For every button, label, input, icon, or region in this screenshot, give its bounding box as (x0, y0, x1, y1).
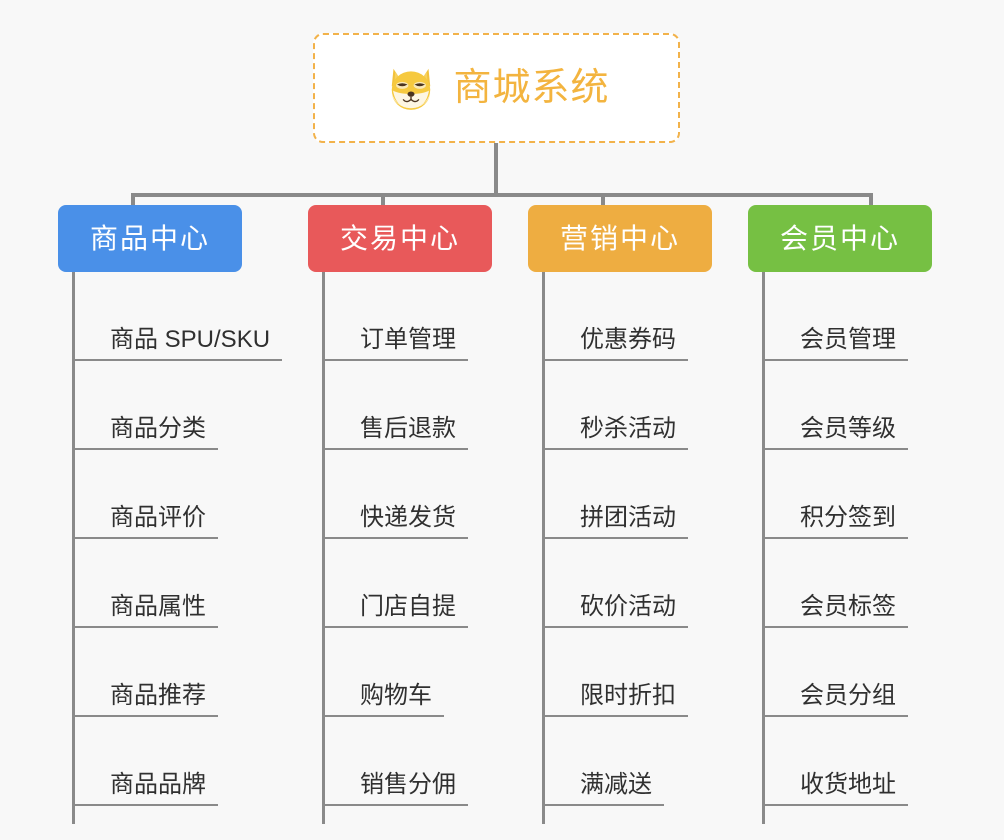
branch-node-label: 商品中心 (89, 222, 210, 254)
leaf-item-label: 砍价活动 (580, 592, 676, 620)
leaf-item-label: 限时折扣 (580, 681, 676, 709)
leaf-item-underline (72, 804, 218, 806)
leaf-item[interactable]: 门店自提 (322, 539, 468, 628)
leaf-item-underline (542, 448, 688, 450)
leaf-item-label: 门店自提 (360, 592, 456, 620)
leaf-item-label: 收货地址 (800, 770, 896, 798)
leaf-item-label: 商品评价 (110, 503, 206, 531)
connector-root-stem (494, 143, 498, 196)
leaf-item-underline (322, 448, 468, 450)
leaf-item-label: 会员等级 (800, 414, 896, 442)
leaf-item-label: 满减送 (580, 770, 652, 798)
leaf-item-underline (72, 448, 218, 450)
branch-node-label: 营销中心 (559, 222, 680, 254)
leaf-item-underline (322, 626, 468, 628)
leaf-item-label: 商品分类 (110, 414, 206, 442)
leaf-item-underline (762, 715, 908, 717)
leaf-item-underline (542, 537, 688, 539)
leaf-item-label: 订单管理 (360, 325, 456, 353)
leaf-item-label: 售后退款 (360, 414, 456, 442)
leaf-item[interactable]: 售后退款 (322, 361, 468, 450)
branch-node-3[interactable]: 会员中心 (748, 205, 932, 272)
leaf-item-underline (542, 804, 664, 806)
leaf-item-label: 商品推荐 (110, 681, 206, 709)
connector-horizontal-bus (131, 193, 873, 197)
shiba-dog-icon (392, 68, 431, 110)
leaf-item[interactable]: 会员标签 (762, 539, 908, 628)
leaf-item-label: 会员标签 (800, 592, 896, 620)
leaf-item[interactable]: 会员管理 (762, 272, 908, 361)
leaf-item-label: 销售分佣 (360, 770, 456, 798)
leaf-item-underline (322, 359, 468, 361)
leaf-item-label: 会员管理 (800, 325, 896, 353)
leaf-item-label: 商品属性 (110, 592, 206, 620)
leaf-item-label: 快递发货 (360, 503, 456, 531)
connector-spine (72, 272, 75, 824)
leaf-item[interactable]: 商品分类 (72, 361, 218, 450)
leaf-item[interactable]: 商品推荐 (72, 628, 218, 717)
leaf-item-underline (322, 715, 444, 717)
leaf-item-label: 商品 SPU/SKU (110, 325, 271, 353)
leaf-item[interactable]: 会员分组 (762, 628, 908, 717)
root-node-content: 商城系统 (383, 60, 609, 116)
leaf-item[interactable]: 订单管理 (322, 272, 468, 361)
leaf-item[interactable]: 满减送 (542, 717, 664, 806)
leaf-item[interactable]: 商品 SPU/SKU (72, 272, 282, 361)
root-node-title: 商城系统 (453, 67, 610, 109)
leaf-item-label: 购物车 (360, 681, 432, 709)
connector-spine (762, 272, 765, 824)
leaf-item-underline (542, 626, 688, 628)
leaf-item[interactable]: 优惠券码 (542, 272, 688, 361)
leaf-item[interactable]: 购物车 (322, 628, 444, 717)
leaf-item-label: 秒杀活动 (580, 414, 676, 442)
leaf-item-underline (762, 804, 908, 806)
leaf-item[interactable]: 拼团活动 (542, 450, 688, 539)
leaf-item[interactable]: 秒杀活动 (542, 361, 688, 450)
branch-node-label: 交易中心 (339, 222, 460, 254)
branch-node-2[interactable]: 营销中心 (528, 205, 712, 272)
leaf-item[interactable]: 限时折扣 (542, 628, 688, 717)
leaf-item[interactable]: 商品品牌 (72, 717, 218, 806)
leaf-item-underline (72, 626, 218, 628)
leaf-item[interactable]: 商品属性 (72, 539, 218, 628)
leaf-item-label: 会员分组 (800, 681, 896, 709)
branch-node-label: 会员中心 (779, 222, 900, 254)
leaf-item-label: 优惠券码 (580, 325, 676, 353)
connector-spine (542, 272, 545, 824)
root-node[interactable]: 商城系统 (313, 33, 680, 143)
leaf-item-label: 积分签到 (800, 503, 896, 531)
leaf-item-underline (762, 626, 908, 628)
leaf-item[interactable]: 商品评价 (72, 450, 218, 539)
leaf-item-underline (762, 537, 908, 539)
leaf-item-underline (72, 537, 218, 539)
leaf-item-label: 商品品牌 (110, 770, 206, 798)
leaf-item-underline (762, 359, 908, 361)
connector-spine (322, 272, 325, 824)
leaf-item-underline (322, 537, 468, 539)
leaf-item[interactable]: 会员等级 (762, 361, 908, 450)
branch-node-1[interactable]: 交易中心 (308, 205, 492, 272)
leaf-item[interactable]: 快递发货 (322, 450, 468, 539)
leaf-item[interactable]: 销售分佣 (322, 717, 468, 806)
leaf-item-label: 拼团活动 (580, 503, 676, 531)
leaf-item-underline (72, 715, 218, 717)
leaf-item-underline (542, 715, 688, 717)
leaf-item[interactable]: 砍价活动 (542, 539, 688, 628)
leaf-item-underline (762, 448, 908, 450)
leaf-item-underline (322, 804, 468, 806)
branch-node-0[interactable]: 商品中心 (58, 205, 242, 272)
leaf-item-underline (542, 359, 688, 361)
leaf-item[interactable]: 收货地址 (762, 717, 908, 806)
leaf-item[interactable]: 积分签到 (762, 450, 908, 539)
leaf-item-underline (72, 359, 282, 361)
